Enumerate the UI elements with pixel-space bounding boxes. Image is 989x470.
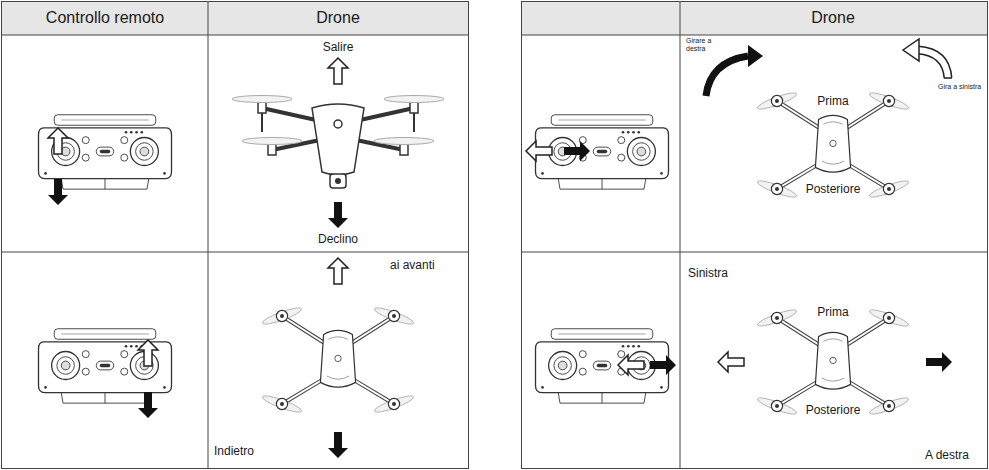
direction-arrows [48, 58, 952, 458]
direction-label: ai avanti [390, 258, 464, 272]
column-header: Controllo remoto [5, 8, 205, 27]
orientation-label: Posteriore [798, 182, 868, 196]
orientation-label: Prima [803, 305, 863, 319]
drone-top-view [261, 305, 415, 415]
direction-label: Indietro [214, 444, 294, 458]
remote-control [39, 115, 172, 189]
rotation-arrows [706, 39, 952, 96]
drone-top-view [756, 307, 910, 417]
rotation-label: Gira a sinistra [938, 83, 982, 91]
table-left [2, 2, 469, 469]
remote-control [536, 115, 669, 189]
direction-label: Salire [293, 40, 383, 54]
rotation-label: Girare a destra [686, 37, 726, 53]
column-header: Drone [733, 8, 933, 27]
direction-label: A destra [925, 448, 985, 462]
orientation-label: Prima [803, 94, 863, 108]
drone-front-view [232, 96, 444, 189]
column-header: Drone [238, 8, 438, 27]
drone-top-view [756, 90, 910, 200]
orientation-label: Posteriore [798, 403, 868, 417]
direction-label: Declino [293, 232, 383, 246]
remote-control [536, 329, 669, 403]
remote-control [39, 329, 172, 403]
table-right [522, 2, 988, 469]
direction-label: Sinistra [688, 266, 768, 280]
